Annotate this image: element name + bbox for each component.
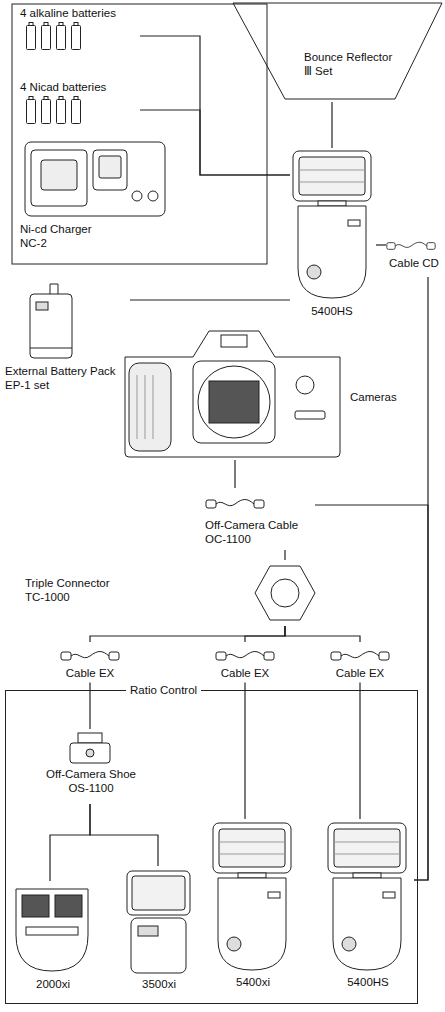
- connector: [130, 300, 290, 301]
- flash-unit: 5400HS: [290, 148, 376, 320]
- triple-connector: [255, 566, 315, 620]
- connector: [332, 102, 333, 148]
- label: Ni-cd Charger NC-2: [20, 222, 110, 251]
- flash-unit: 3500xi: [123, 866, 197, 999]
- label: Off-Camera Shoe OS-1100: [41, 767, 141, 796]
- reflector: Bounce Reflector Ⅲ Set: [232, 2, 443, 102]
- connector: [360, 682, 361, 819]
- charger: [25, 142, 165, 216]
- label: Cable EX: [55, 666, 125, 680]
- label: 5400xi: [209, 975, 297, 989]
- label: Off-Camera Cable OC-1100: [205, 518, 313, 547]
- cable: Cable CD: [386, 232, 444, 277]
- off-camera-shoe: Off-Camera Shoe OS-1100: [41, 729, 143, 804]
- camera: Cameras: [122, 322, 412, 460]
- cable: Cable EX: [210, 642, 282, 682]
- connector: [376, 245, 386, 246]
- charger: Ni-cd Charger NC-2: [20, 140, 170, 255]
- connector: [315, 505, 428, 880]
- label: 5400HS: [324, 975, 412, 989]
- camera: [125, 331, 340, 457]
- connector: [285, 550, 286, 560]
- label: Cable EX: [210, 666, 280, 680]
- connector: [235, 460, 236, 488]
- label: Cable CD: [386, 256, 442, 270]
- cable: Off-Camera Cable OC-1100: [200, 488, 315, 550]
- flash-unit: 5400xi: [209, 819, 299, 999]
- label: 5400HS: [290, 304, 374, 318]
- accessory-box: [12, 4, 267, 264]
- connector: [140, 36, 290, 175]
- cable: Cable EX: [325, 642, 397, 682]
- flash-unit: 5400HS: [324, 819, 414, 999]
- connector: [90, 804, 158, 866]
- batteries: [27, 23, 81, 124]
- battery-set: 4 alkaline batteries: [20, 6, 140, 56]
- battery-pack: [30, 284, 72, 358]
- off-camera-shoe: [70, 733, 110, 763]
- label: 2000xi: [9, 977, 97, 991]
- label: External Battery Pack EP-1 set: [5, 364, 123, 393]
- label: 4 Nicad batteries: [20, 80, 138, 94]
- connector: [50, 804, 90, 881]
- label: Bounce Reflector Ⅲ Set: [304, 50, 399, 79]
- connector: [414, 277, 428, 880]
- battery-pack: External Battery Pack EP-1 set: [5, 272, 130, 395]
- triple-connector: Triple Connector TC-1000: [20, 560, 325, 626]
- label: 3500xi: [123, 977, 195, 991]
- connector: [90, 626, 285, 642]
- connector: [140, 110, 290, 175]
- battery-set: 4 Nicad batteries: [20, 80, 140, 130]
- flash-unit: 2000xi: [9, 881, 99, 999]
- label: 4 alkaline batteries: [20, 6, 138, 20]
- connector: [245, 682, 246, 819]
- group-frame: Ratio ControlOff-Camera Shoe OS-11002000…: [5, 690, 418, 1004]
- connector: [285, 626, 360, 642]
- label: Cable EX: [325, 666, 395, 680]
- group-heading: Ratio Control: [126, 683, 201, 697]
- label: Cameras: [350, 390, 410, 404]
- connector: [245, 626, 285, 642]
- label: Triple Connector TC-1000: [25, 576, 125, 605]
- cable: Cable EX: [55, 642, 127, 682]
